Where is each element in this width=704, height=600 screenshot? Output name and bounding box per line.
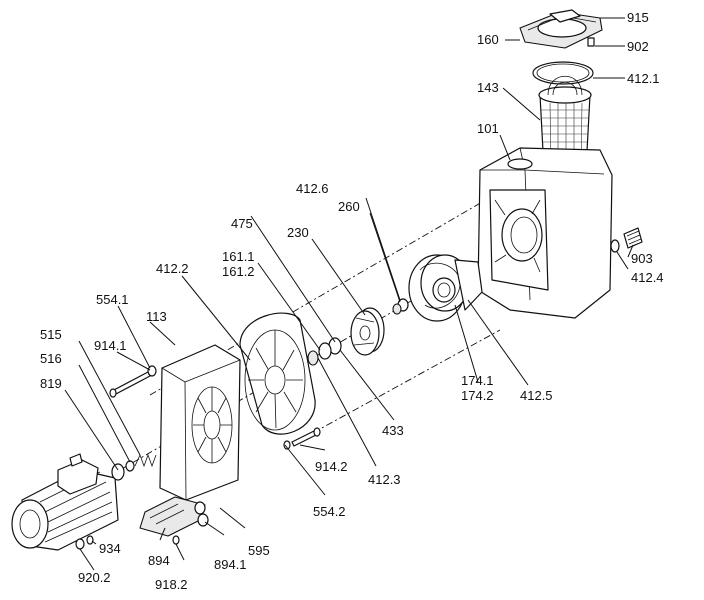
label-433: 433 bbox=[382, 423, 404, 438]
seal-plate bbox=[239, 312, 316, 435]
label-113: 113 bbox=[146, 309, 167, 324]
housing-screw bbox=[283, 427, 321, 450]
label-174-2: 174.2 bbox=[461, 388, 494, 403]
motor bbox=[11, 453, 125, 551]
label-161-2: 161.2 bbox=[222, 264, 255, 279]
label-412-5: 412.5 bbox=[520, 388, 553, 403]
lid-o-ring bbox=[532, 61, 594, 85]
label-920-2: 920.2 bbox=[78, 570, 111, 585]
adapter-screw bbox=[109, 365, 157, 398]
label-230: 230 bbox=[287, 225, 309, 240]
label-894: 894 bbox=[148, 553, 170, 568]
motor-foot bbox=[75, 496, 209, 550]
part-labels: 915 160 902 412.1 143 101 412.6 260 475 … bbox=[40, 10, 664, 592]
strainer-lid bbox=[519, 9, 603, 49]
label-554-1: 554.1 bbox=[96, 292, 129, 307]
label-902: 902 bbox=[627, 39, 649, 54]
label-412-4: 412.4 bbox=[631, 270, 664, 285]
shaft-seal bbox=[307, 298, 409, 366]
label-174-1: 174.1 bbox=[461, 373, 494, 388]
pump-housing bbox=[477, 147, 613, 319]
label-143: 143 bbox=[477, 80, 499, 95]
leader-lines bbox=[64, 17, 634, 571]
label-915: 915 bbox=[627, 10, 649, 25]
label-515: 515 bbox=[40, 327, 62, 342]
label-260: 260 bbox=[338, 199, 360, 214]
label-918-2: 918.2 bbox=[155, 577, 188, 592]
diffuser bbox=[408, 254, 483, 322]
label-914-1: 914.1 bbox=[94, 338, 127, 353]
label-412-1: 412.1 bbox=[627, 71, 660, 86]
impeller bbox=[350, 307, 385, 356]
label-819: 819 bbox=[40, 376, 62, 391]
label-475: 475 bbox=[231, 216, 253, 231]
label-412-3: 412.3 bbox=[368, 472, 401, 487]
label-894-1: 894.1 bbox=[214, 557, 247, 572]
label-516: 516 bbox=[40, 351, 62, 366]
shaft-spring bbox=[125, 453, 157, 472]
label-914-2: 914.2 bbox=[315, 459, 348, 474]
label-101: 101 bbox=[477, 121, 499, 136]
label-554-2: 554.2 bbox=[313, 504, 346, 519]
label-903: 903 bbox=[631, 251, 653, 266]
label-412-2: 412.2 bbox=[156, 261, 189, 276]
motor-adapter bbox=[159, 344, 241, 501]
label-595: 595 bbox=[248, 543, 270, 558]
label-160: 160 bbox=[477, 32, 499, 47]
label-412-6: 412.6 bbox=[296, 181, 329, 196]
drain-plug bbox=[610, 227, 643, 253]
label-934: 934 bbox=[99, 541, 121, 556]
label-161-1: 161.1 bbox=[222, 249, 255, 264]
